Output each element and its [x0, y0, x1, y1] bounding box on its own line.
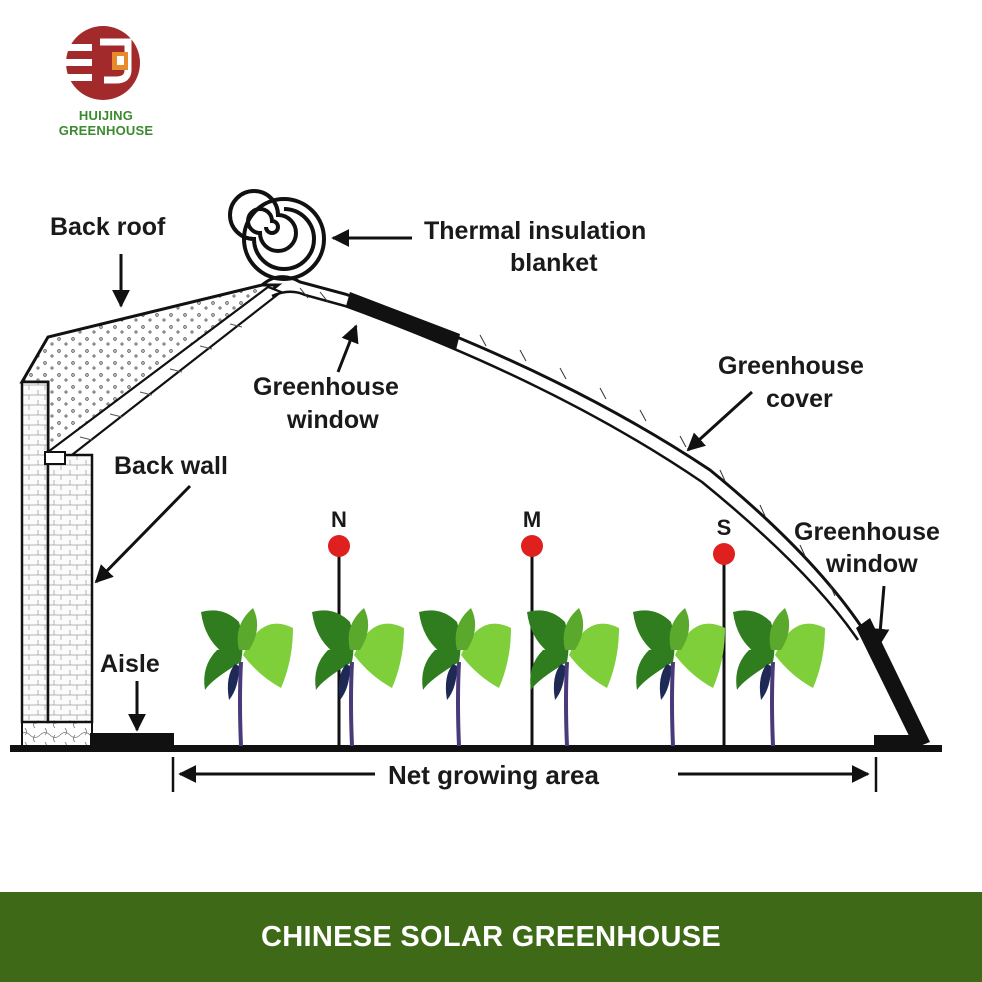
label-thermal-line1: Thermal insulation	[424, 217, 646, 245]
sensor-dot	[713, 543, 735, 565]
front-footing	[874, 735, 918, 747]
back-wall-cap	[44, 451, 66, 465]
label-window-top-line1: Greenhouse	[253, 373, 399, 401]
footer-title: CHINESE SOLAR GREENHOUSE	[261, 920, 721, 953]
plant-part	[563, 608, 584, 650]
plant-part	[445, 664, 457, 700]
plant-part	[769, 608, 790, 650]
plant-part	[204, 649, 241, 690]
plant-part	[530, 649, 567, 690]
plant-part	[659, 664, 671, 700]
plant	[201, 608, 293, 747]
back-roof-band-hatch	[79, 323, 243, 441]
greenhouse-window-top	[346, 292, 460, 350]
plant-part	[553, 664, 565, 700]
label-cover-line1: Greenhouse	[718, 352, 864, 380]
plant	[633, 608, 725, 747]
arrow-window-top	[336, 324, 359, 373]
label-back-wall: Back wall	[114, 452, 228, 480]
plant-part	[349, 661, 354, 747]
aisle-block	[90, 733, 174, 746]
plant-part	[636, 649, 673, 690]
label-aisle: Aisle	[100, 650, 160, 678]
plant-part	[775, 623, 825, 688]
ground-line	[10, 745, 942, 752]
plant-part	[348, 608, 369, 650]
plant-part	[675, 623, 725, 688]
plant-part	[461, 623, 511, 688]
sensor-label: N	[331, 507, 347, 532]
label-back-roof: Back roof	[50, 213, 166, 241]
sensor-dot	[521, 535, 543, 557]
plant-part	[315, 649, 352, 690]
plant-part	[201, 610, 243, 662]
arrow-window-front	[871, 585, 890, 647]
plant-part	[569, 623, 619, 688]
plant-part	[422, 649, 459, 690]
brand-logo	[66, 26, 140, 100]
sensor-label: S	[717, 515, 732, 540]
label-thermal-line2: blanket	[510, 249, 598, 277]
plant-part	[312, 610, 354, 662]
label-window-top-line2: window	[286, 406, 379, 434]
arrow-back-wall	[94, 484, 192, 584]
back-wall-inner	[46, 453, 94, 724]
plant	[312, 608, 404, 747]
plant	[527, 608, 619, 747]
label-window-right-line2: window	[825, 550, 918, 578]
sensor-m: M	[521, 507, 543, 746]
plant	[733, 608, 825, 747]
footer-banner: CHINESE SOLAR GREENHOUSE	[0, 892, 982, 982]
plant-part	[354, 623, 404, 688]
arrow-cover	[686, 390, 754, 452]
sensor-dot	[328, 535, 350, 557]
label-window-right-line1: Greenhouse	[794, 518, 940, 546]
plant-part	[564, 661, 569, 747]
plant-part	[238, 661, 243, 747]
plant-part	[733, 610, 775, 662]
greenhouse-cover-inner	[271, 290, 860, 641]
plant-part	[338, 664, 350, 700]
sensor-label: M	[523, 507, 541, 532]
label-cover-line2: cover	[766, 385, 833, 413]
label-net-growing-area: Net growing area	[388, 760, 599, 790]
greenhouse-window-front	[856, 618, 930, 748]
plant-part	[770, 661, 775, 747]
plant-part	[227, 664, 239, 700]
plant-part	[527, 610, 569, 662]
plant	[419, 608, 511, 747]
plant-part	[456, 661, 461, 747]
plant-part	[759, 664, 771, 700]
thermal-blanket-roll	[228, 189, 326, 281]
brand-name: HUIJING GREENHOUSE	[58, 108, 154, 138]
plant-part	[455, 608, 476, 650]
plant-part	[670, 661, 675, 747]
plant-part	[669, 608, 690, 650]
plant-part	[633, 610, 675, 662]
cover-hatch	[299, 287, 836, 597]
plant-part	[237, 608, 258, 650]
plant-part	[243, 623, 293, 688]
sensor-s: S	[713, 515, 735, 746]
greenhouse-cover	[261, 275, 872, 641]
plant-part	[419, 610, 461, 662]
back-wall-outer	[20, 380, 50, 724]
plant-part	[736, 649, 773, 690]
wall-foundation	[21, 721, 93, 747]
